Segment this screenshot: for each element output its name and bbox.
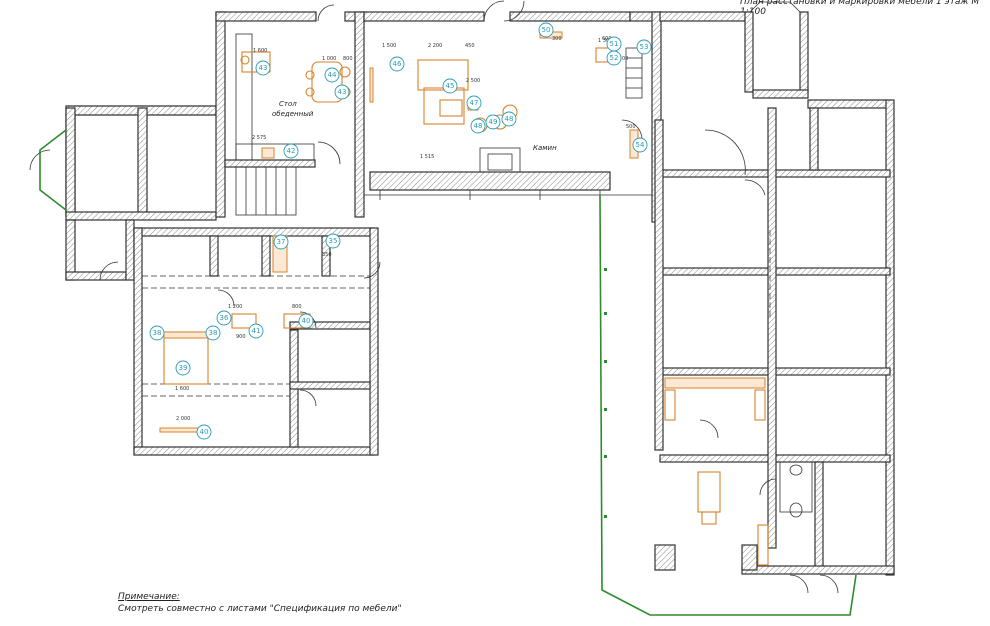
marker: 54 [632,137,648,153]
marker: 48 [501,111,517,127]
marker: 53 [636,39,652,55]
marker: 51 [606,36,622,52]
svg-text:43: 43 [259,64,268,72]
label-fireplace: Камин [533,144,557,152]
marker: 38 [149,325,165,341]
left-wing [29,4,381,456]
label-dining-1: Стол [279,100,297,108]
svg-text:46: 46 [393,60,402,68]
marker: 44 [324,67,340,83]
svg-text:1 600: 1 600 [175,386,189,392]
svg-text:44: 44 [328,71,337,79]
svg-text:2 575: 2 575 [252,135,266,141]
marker: 40 [196,424,212,440]
svg-text:45: 45 [446,82,455,90]
svg-text:39: 39 [179,364,188,372]
svg-text:1 515: 1 515 [420,154,434,160]
svg-text:47: 47 [470,99,479,107]
svg-text:51: 51 [610,40,619,48]
svg-text:49: 49 [489,118,498,126]
svg-text:38: 38 [153,329,162,337]
svg-text:500: 500 [626,124,636,130]
note-text: Смотреть совместно с листами "Спецификац… [118,604,402,614]
svg-text:36: 36 [220,314,229,322]
svg-text:50: 50 [542,26,551,34]
room-labels: Стол обеденный Камин [272,100,557,152]
svg-text:1 000: 1 000 [322,56,336,62]
marker: 52 [606,50,622,66]
marker: 35 [325,233,341,249]
marker: 48 [470,118,486,134]
svg-text:300: 300 [552,36,562,42]
svg-text:42: 42 [287,147,296,155]
marker: 47 [466,95,482,111]
note-heading: Примечание: [118,592,180,602]
svg-text:53: 53 [640,43,649,51]
svg-text:37: 37 [277,238,286,246]
svg-text:2 200: 2 200 [428,43,442,49]
svg-text:40: 40 [200,428,209,436]
marker: 40 [298,313,314,329]
marker: 41 [248,323,264,339]
svg-text:900: 900 [236,334,246,340]
svg-text:450: 450 [465,43,475,49]
marker: 42 [283,143,299,159]
svg-text:800: 800 [343,56,353,62]
svg-text:600: 600 [602,36,612,42]
svg-text:43: 43 [338,88,347,96]
svg-text:48: 48 [474,122,483,130]
furniture-markers: 43 44 43 42 46 45 47 49 48 48 50 51 52 5… [149,22,652,440]
label-dining-2: обеденный [272,110,314,118]
marker: 37 [273,234,289,250]
svg-text:1 600: 1 600 [253,48,267,54]
marker: 39 [175,360,191,376]
svg-text:41: 41 [252,327,261,335]
svg-text:40: 40 [302,317,311,325]
right-wing [599,1,895,616]
marker: 50 [538,22,554,38]
marker: 36 [216,310,232,326]
marker: 43 [255,60,271,76]
svg-text:800: 800 [292,304,302,310]
svg-text:1 200: 1 200 [228,304,242,310]
svg-text:38: 38 [209,329,218,337]
svg-text:2 000: 2 000 [176,416,190,422]
svg-text:54: 54 [636,141,645,149]
svg-text:1 300: 1 300 [598,38,612,44]
marker: 46 [389,56,405,72]
svg-text:1 500: 1 500 [382,43,396,49]
svg-text:2 500: 2 500 [466,78,480,84]
marker: 45 [442,78,458,94]
svg-text:52: 52 [610,54,619,62]
marker: 38 [205,325,221,341]
marker: 49 [485,114,501,130]
living-room [363,0,662,223]
svg-text:350: 350 [322,252,332,258]
svg-text:35: 35 [329,237,338,245]
svg-text:48: 48 [505,115,514,123]
marker: 43 [334,84,350,100]
